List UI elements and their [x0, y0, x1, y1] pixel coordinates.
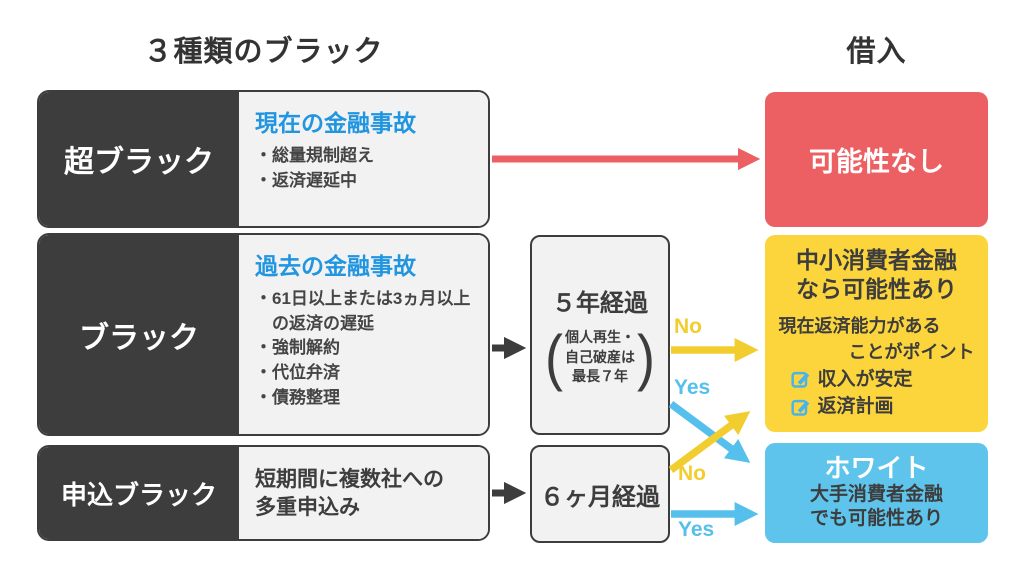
note-line: 現在返済能力がある — [778, 315, 941, 336]
past-incident-heading: 過去の金融事故 — [255, 253, 416, 279]
white-title: ホワイト — [824, 453, 929, 484]
outcome-white-box: ホワイト 大手消費者金融 でも可能性あり — [765, 443, 988, 543]
white-note: 大手消費者金融 でも可能性あり — [810, 483, 943, 532]
heading-line: なら可能性あり — [796, 275, 957, 302]
super-black-details: 現在の金融事故 ・総量規制超え ・返済遅延中 — [239, 92, 488, 226]
heading-line: 中小消費者金融 — [796, 247, 957, 274]
current-incident-heading: 現在の金融事故 — [255, 110, 416, 136]
five-years-title: ５年経過 — [552, 290, 648, 318]
row-application-black: 申込ブラック 短期間に複数社への 多重申込み — [37, 445, 490, 541]
bullet-item: ・返済遅延中 — [255, 170, 357, 190]
memo-icon — [790, 372, 809, 389]
memo-icon — [790, 399, 809, 416]
outcome-impossible-box: 可能性なし — [765, 92, 988, 227]
arrow-five-yes-to-blue — [668, 400, 751, 463]
note-line: でも可能性あり — [809, 508, 943, 530]
close-paren: ) — [637, 323, 655, 392]
bullet-item: ・代位弁済 — [255, 362, 340, 382]
label-five-years-yes: Yes — [674, 376, 711, 399]
label-five-years-no: No — [674, 315, 702, 338]
six-months-title: ６ヶ月経過 — [540, 483, 660, 511]
label-six-months-yes: Yes — [678, 518, 715, 541]
small-lenders-heading: 中小消費者金融 なら可能性あり — [796, 246, 957, 304]
checklist-label: 返済計画 — [817, 396, 894, 418]
note-line: 最長７年 — [572, 368, 628, 385]
note-line: 自己破産は — [565, 348, 635, 365]
small-lenders-checklist: 収入が安定 返済計画 — [790, 366, 963, 421]
note-line: 個人再生・ — [565, 329, 635, 346]
five-years-note: ( 個人再生・ 自己破産は 最長７年 ) — [545, 323, 655, 392]
right-column-title: 借入 — [846, 36, 907, 68]
bullet-item: ・強制解約 — [255, 338, 340, 358]
checklist-item: 収入が安定 — [790, 366, 963, 394]
bullet-item: ・債務整理 — [255, 387, 340, 407]
checklist-label: 収入が安定 — [817, 368, 913, 390]
application-black-details: 短期間に複数社への 多重申込み — [239, 447, 488, 539]
super-black-label: 超ブラック — [39, 92, 239, 226]
black-details: 過去の金融事故 ・61日以上または3ヵ月以上の返済の遅延 ・強制解約 ・代位弁済… — [239, 235, 488, 434]
left-column-title: ３種類のブラック — [143, 36, 384, 68]
outcome-small-lenders-box: 中小消費者金融 なら可能性あり 現在返済能力がある ことがポイント 収入が安定 … — [765, 235, 988, 432]
five-years-box: ５年経過 ( 個人再生・ 自己破産は 最長７年 ) — [530, 235, 670, 435]
six-months-box: ６ヶ月経過 — [530, 445, 670, 543]
description-line: 多重申込み — [255, 496, 360, 519]
open-paren: ( — [545, 323, 563, 392]
application-black-label: 申込ブラック — [39, 447, 239, 539]
note-line: ことがポイント — [848, 341, 975, 362]
note-line: 大手消費者金融 — [809, 483, 943, 505]
checklist-item: 返済計画 — [790, 393, 963, 421]
row-black: ブラック 過去の金融事故 ・61日以上または3ヵ月以上の返済の遅延 ・強制解約 … — [37, 233, 490, 436]
label-six-months-no: No — [678, 462, 706, 485]
black-label: ブラック — [39, 235, 239, 434]
bullet-item: ・総量規制超え — [255, 146, 374, 165]
row-super-black: 超ブラック 現在の金融事故 ・総量規制超え ・返済遅延中 — [37, 90, 490, 228]
impossible-text: 可能性なし — [809, 147, 944, 177]
description-line: 短期間に複数社への — [255, 467, 444, 491]
small-lenders-note: 現在返済能力がある ことがポイント — [779, 312, 975, 364]
bullet-item: ・61日以上または3ヵ月以上の返済の遅延 — [255, 289, 471, 333]
